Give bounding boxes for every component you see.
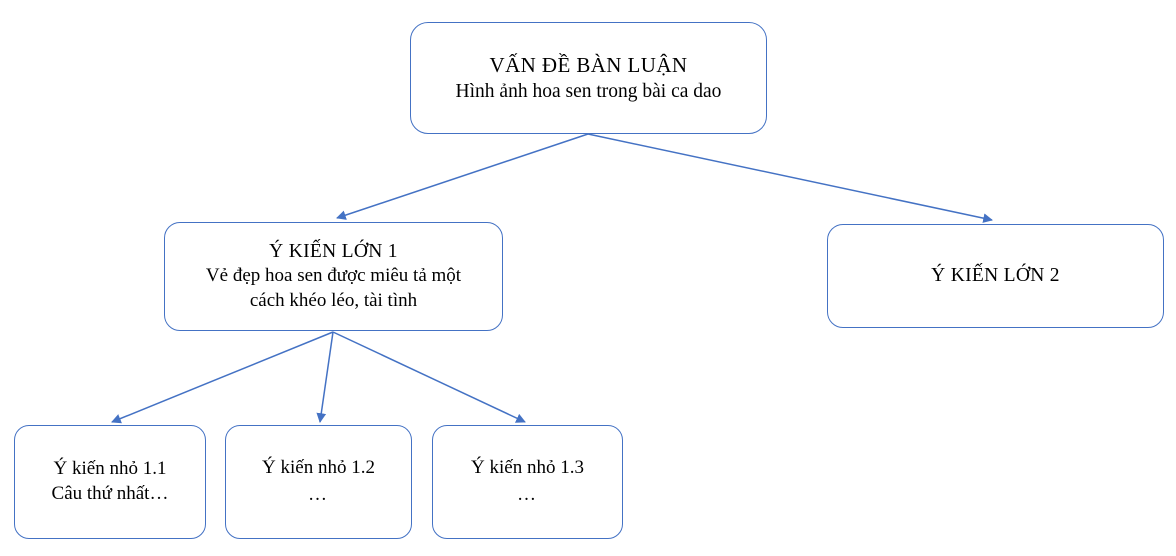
node-main-idea-1-title: Ý KIẾN LỚN 1 — [269, 241, 398, 263]
node-sub-idea-1-2-title: Ý kiến nhỏ 1.2 — [262, 457, 375, 479]
node-main-idea-1[interactable]: Ý KIẾN LỚN 1 Vẻ đẹp hoa sen được miêu tả… — [164, 222, 503, 331]
node-sub-idea-1-3[interactable]: Ý kiến nhỏ 1.3 … — [432, 425, 623, 539]
node-sub-idea-1-1[interactable]: Ý kiến nhỏ 1.1 Câu thứ nhất… — [14, 425, 206, 539]
node-root[interactable]: VẤN ĐỀ BÀN LUẬN Hình ảnh hoa sen trong b… — [410, 22, 767, 134]
edge-main-1-to-sub-3 — [332, 331, 526, 423]
node-sub-idea-1-3-subtitle: … — [517, 484, 538, 505]
node-main-idea-1-subtitle-line-1: Vẻ đẹp hoa sen được miêu tả một — [205, 265, 462, 287]
node-root-title: VẤN ĐỀ BÀN LUẬN — [489, 52, 688, 77]
node-main-idea-2-title: Ý KIẾN LỚN 2 — [931, 265, 1060, 287]
node-sub-idea-1-1-title: Ý kiến nhỏ 1.1 — [53, 458, 167, 480]
node-main-idea-2[interactable]: Ý KIẾN LỚN 2 — [827, 224, 1164, 328]
node-sub-idea-1-1-subtitle: Câu thứ nhất… — [51, 483, 169, 504]
node-sub-idea-1-2[interactable]: Ý kiến nhỏ 1.2 … — [225, 425, 412, 539]
edge-main-1-to-sub-1 — [111, 331, 334, 424]
edge-root-to-main-1 — [336, 133, 589, 220]
node-main-idea-1-subtitle-line-2: cách khéo léo, tài tình — [249, 290, 418, 312]
node-sub-idea-1-2-subtitle: … — [308, 484, 329, 505]
node-sub-idea-1-3-title: Ý kiến nhỏ 1.3 — [471, 457, 584, 479]
edge-main-1-to-sub-2 — [316, 331, 334, 423]
node-root-subtitle: Hình ảnh hoa sen trong bài ca dao — [455, 80, 722, 102]
edge-root-to-main-2 — [587, 133, 993, 223]
